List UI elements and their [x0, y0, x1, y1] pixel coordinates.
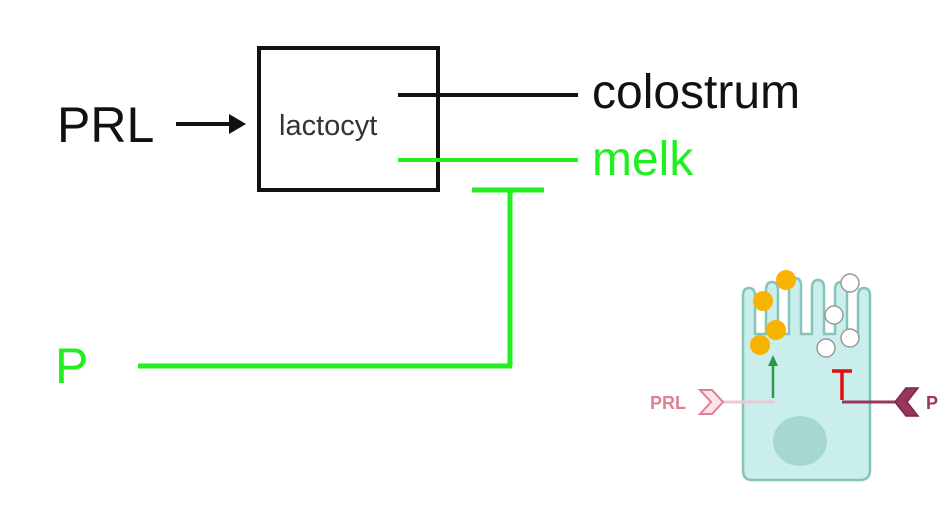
- p-receptor-icon: [894, 387, 920, 417]
- lactocyt-label: lactocyt: [279, 110, 377, 142]
- white-granule: [840, 273, 860, 293]
- yellow-granule: [776, 270, 796, 290]
- white-granule: [840, 328, 860, 348]
- nucleus: [773, 416, 827, 466]
- secretion-arrow-head-icon: [768, 355, 778, 366]
- yellow-granule: [753, 291, 773, 311]
- white-granule: [816, 338, 836, 358]
- prl-label: PRL: [57, 97, 154, 153]
- p-receptor-label: P: [926, 393, 938, 413]
- lactocyt-box: [257, 46, 440, 192]
- progesterone-label: P: [55, 338, 88, 394]
- colostrum-label: colostrum: [592, 66, 800, 119]
- prl-arrow-head-icon: [229, 114, 246, 134]
- cell-illustration: PRL P: [650, 270, 938, 482]
- yellow-granule: [766, 320, 786, 340]
- melk-label: melk: [592, 133, 694, 186]
- prl-receptor-label: PRL: [650, 393, 686, 413]
- white-granule: [824, 305, 844, 325]
- prl-receptor-icon: [697, 389, 725, 415]
- yellow-granule: [750, 335, 770, 355]
